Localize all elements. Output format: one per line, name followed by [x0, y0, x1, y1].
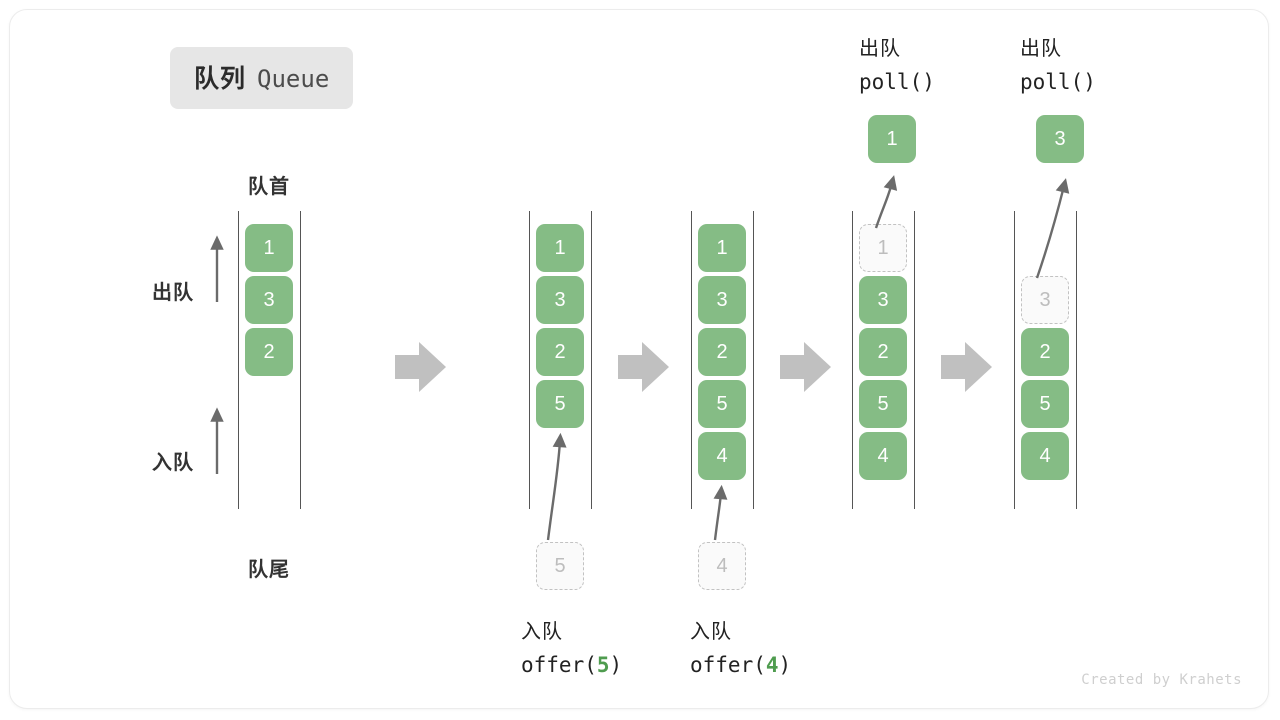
- caption-offer-5-line2: offer(5): [521, 653, 623, 677]
- queue-rail-right-3: [753, 211, 754, 509]
- ghost-item-offer-4: 4: [698, 542, 746, 590]
- arrow-overlay: [210, 175, 1070, 541]
- caption-offer-4-line2: offer(4): [690, 653, 792, 677]
- queue-item: 5: [698, 380, 746, 428]
- caption-poll-3: 出队 poll(): [1020, 32, 1096, 98]
- flow-arrow-1: [395, 342, 446, 392]
- caption-poll-1-line2: poll(): [859, 70, 935, 94]
- queue-item: 1: [536, 224, 584, 272]
- queue-item: 2: [859, 328, 907, 376]
- caption-offer-4: 入队 offer(4): [690, 615, 791, 681]
- queue-rail-right-4: [914, 211, 915, 509]
- queue-item: 3: [698, 276, 746, 324]
- credit-text: Created by Krahets: [1081, 672, 1242, 688]
- caption-poll-1-line1: 出队: [859, 38, 901, 60]
- diagram-card: 队列 Queue 队首 队尾 出队 入队 1 3 2 1 3 2 5 5 入队 …: [9, 9, 1269, 709]
- queue-item: 3: [859, 276, 907, 324]
- label-enqueue-direction: 入队: [152, 452, 194, 474]
- title-badge: 队列 Queue: [170, 47, 354, 109]
- queue-rail-left-5: [1014, 211, 1015, 509]
- queue-rail-right-5: [1076, 211, 1077, 509]
- queue-item-new: 4: [698, 432, 746, 480]
- flow-arrow-4: [941, 342, 992, 392]
- queue-item: 5: [859, 380, 907, 428]
- ghost-item-poll-1: 1: [859, 224, 907, 272]
- queue-rail-left-3: [691, 211, 692, 509]
- queue-item: 2: [698, 328, 746, 376]
- queue-item: 2: [1021, 328, 1069, 376]
- diagram-stage: 队列 Queue 队首 队尾 出队 入队 1 3 2 1 3 2 5 5 入队 …: [10, 10, 1268, 708]
- offer-4-curve-arrow: [713, 484, 728, 541]
- popped-item-3: 3: [1036, 115, 1084, 163]
- queue-item: 4: [1021, 432, 1069, 480]
- queue-rail-left-2: [529, 211, 530, 509]
- queue-item: 2: [536, 328, 584, 376]
- queue-item: 1: [245, 224, 293, 272]
- offer-5-curve-arrow: [546, 432, 567, 541]
- ghost-item-poll-3: 3: [1021, 276, 1069, 324]
- queue-rail-right-1: [300, 211, 301, 509]
- label-dequeue-direction: 出队: [152, 282, 194, 304]
- queue-rail-right-2: [591, 211, 592, 509]
- label-queue-tail: 队尾: [248, 559, 290, 581]
- queue-rail-left-4: [852, 211, 853, 509]
- flow-arrow-3: [780, 342, 831, 392]
- label-queue-head: 队首: [248, 176, 290, 198]
- flow-arrow-2: [618, 342, 669, 392]
- caption-poll-3-line2: poll(): [1020, 70, 1096, 94]
- poll-3-curve-arrow: [1035, 178, 1070, 279]
- queue-item: 1: [698, 224, 746, 272]
- title-en: Queue: [257, 65, 330, 93]
- caption-poll-1: 出队 poll(): [859, 32, 935, 98]
- caption-offer-5: 入队 offer(5): [521, 615, 622, 681]
- poll-1-curve-arrow: [874, 175, 898, 229]
- caption-offer-4-line1: 入队: [690, 621, 732, 643]
- queue-item-new: 5: [536, 380, 584, 428]
- queue-rail-left-1: [238, 211, 239, 509]
- queue-item: 3: [245, 276, 293, 324]
- caption-poll-3-line1: 出队: [1020, 38, 1062, 60]
- queue-item: 4: [859, 432, 907, 480]
- caption-offer-5-line1: 入队: [521, 621, 563, 643]
- title-cn: 队列: [194, 65, 247, 93]
- queue-item: 2: [245, 328, 293, 376]
- queue-item: 3: [536, 276, 584, 324]
- ghost-item-offer-5: 5: [536, 542, 584, 590]
- popped-item-1: 1: [868, 115, 916, 163]
- queue-item: 5: [1021, 380, 1069, 428]
